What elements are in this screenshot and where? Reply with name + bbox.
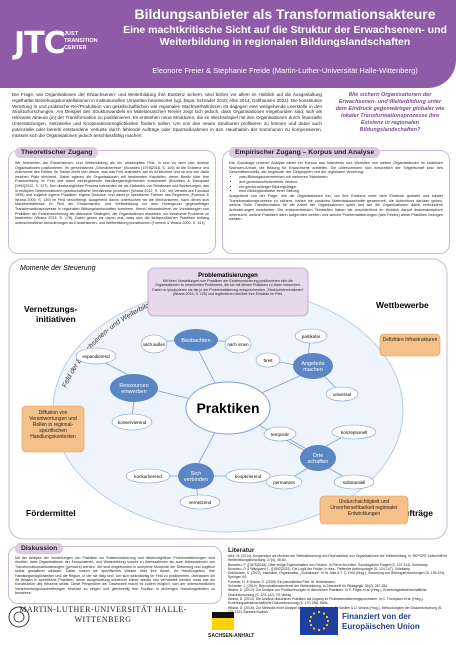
node-substantiell-label: substantiell (343, 480, 366, 485)
organisation-list: zwei Bildungsunternehmen mit mehreren St… (229, 175, 443, 194)
node-vernetzend (179, 494, 221, 510)
box-infrastruktur-text: Defizitäre Infrastrukturen (382, 337, 438, 343)
eu-flag-icon (300, 607, 338, 635)
poster-authors: Eleonore Freier & Stephanie Freide (Mart… (152, 66, 418, 75)
node-nach-aussen (140, 334, 168, 354)
empirical-title: Empirischer Zugang – Korpus und Analyse (229, 147, 381, 158)
node-kooperierend-label: kooperierend (235, 474, 262, 479)
node-nach-innen-label: nach innen (227, 342, 249, 347)
node-konkurrierend (125, 468, 171, 484)
poster-header (0, 0, 456, 88)
node-partikular (294, 328, 328, 344)
node-verbinden (178, 463, 214, 489)
list-item: zwei Bildungsunternehmen mit mehreren St… (239, 175, 443, 180)
node-konservierend (111, 413, 153, 431)
corner-wettbewerbe: Wettbewerbe (376, 300, 429, 310)
node-temporaer (263, 426, 297, 442)
node-kooperierend (225, 468, 271, 484)
list-item: eine Bildungsinitiative einer Stiftung (239, 189, 443, 194)
node-breit-label: breit (264, 358, 274, 363)
empirical-box: Empirischer Zugang – Korpus und Analyse … (222, 147, 450, 254)
box-undurchsichtigkeit (319, 495, 409, 525)
node-substantiell (333, 474, 375, 490)
problem-text-wrap: Mit ihren Vorstellungen von Praktiken de… (152, 279, 304, 297)
node-vernetzend-label: vernetzend (189, 500, 212, 505)
node-angebote (293, 353, 333, 379)
box-diffusion (21, 405, 85, 453)
node-permanent-label: permanent (273, 480, 295, 485)
university-seal-icon (8, 606, 30, 628)
node-konservierend-label: konservierend (118, 420, 147, 425)
jtc-logo: JTC (14, 26, 66, 61)
literature-title: Literatur (228, 547, 255, 554)
eu-funding-label: Finanziert von der Europäischen Union (342, 612, 420, 631)
discussion-title: Diskussion (15, 543, 64, 554)
literature-entry: Alke, M. (2014). Kooperation als Medium … (228, 554, 448, 563)
node-beobachten-label: Beobachten (181, 338, 210, 344)
corner-foerdermittel: Fördermittel (26, 508, 76, 518)
literature-entry: Bourdieu, P. & Wacquant, L. ([1992]2022)… (228, 566, 412, 571)
node-nach-innen (224, 334, 252, 354)
discussion-box: Diskussion Mit der Analyse der Vorstellu… (8, 543, 222, 604)
problem-text: Mit ihren Vorstellungen von Praktiken de… (152, 279, 304, 297)
node-universal (325, 386, 359, 402)
practices-diagram: Momente der Steuerung Feld der Erwachsen… (8, 258, 448, 540)
sachsen-anhalt-label: SACHSEN-ANHALT (208, 633, 255, 639)
node-universal-label: universal (333, 392, 351, 397)
node-permanent (265, 474, 303, 490)
research-question: Wie sichern Organisationen der Erwachsen… (335, 92, 445, 133)
node-konzeptionell (331, 424, 377, 440)
node-nach-aussen-label: nach außen (143, 342, 166, 347)
corner-vernetzung: Vernetzungs-initiativen (24, 304, 78, 324)
literature-entry: Schrader, J. (2010). Reproduktionskontex… (228, 584, 389, 589)
box-infrastruktur (379, 333, 441, 357)
problem-box (147, 267, 309, 317)
discussion-text: Mit der Analyse der Vorstellungen von Pr… (15, 556, 215, 596)
literature-entry: Wrana, D. (2014). Die Analyse diskursive… (228, 596, 424, 606)
box-infrastruktur-wrap: Defizitäre Infrastrukturen (382, 337, 438, 343)
list-item: drei gemeinwohlorientierte Vereine (239, 180, 443, 185)
center-practices (185, 381, 271, 435)
literature-list: Alke, M. (2014). Kooperation als Medium … (228, 554, 448, 614)
theory-title: Theoretischer Zugang (15, 147, 99, 158)
sachsen-anhalt-logo-icon (212, 612, 234, 630)
list-item: ein gemeinnütziger Bildungsträger (239, 185, 443, 190)
box-diffusion-wrap: Diffusion von Verantwortungen und Rollen… (29, 410, 77, 440)
problem-title: Problematisierungen (198, 273, 258, 279)
center-label: Praktiken (196, 400, 259, 416)
poster-subtitle: Eine machtkritische Sicht auf die Strukt… (123, 24, 447, 48)
node-konkurrierend-label: konkurrierend (134, 474, 162, 479)
box-diffusion-text: Diffusion von Verantwortungen und Rollen… (29, 410, 77, 440)
node-ressourcen (110, 374, 158, 402)
node-expandierend (75, 347, 117, 365)
box-undurchsichtigkeit-wrap: Undurchsichtigkeit und Unvorhersehbarkei… (330, 499, 398, 517)
empirical-text: Die Grundlage unserer Analyse bildet ein… (229, 161, 443, 222)
node-breit (255, 352, 281, 368)
literature-entry: Dollhausen, K. (2022). Institution, Orga… (228, 571, 446, 580)
node-temporaer-label: temporär (271, 432, 290, 437)
node-beobachten (174, 329, 218, 351)
literature-entry: Wrana, D. (2012). Zur Analyse von Positi… (228, 588, 427, 597)
literature-entry: Forneck, H. & Wrana, D. (2005). Ein parz… (228, 579, 336, 584)
jtc-logo-subtext: JUST TRANSITION CENTER (64, 31, 98, 51)
moments-label: Momente der Steuerung (20, 265, 96, 272)
literature-entry: Bourdieu, P. ([1976]2018). Über einige E… (228, 562, 429, 567)
intro-text: Die Frage, wie Organisationen der Erwach… (12, 92, 322, 138)
university-name: MARTIN-LUTHER-UNIVERSITÄT HALLE-WITTENBE… (19, 605, 187, 624)
box-undurchsichtigkeit-text: Undurchsichtigkeit und Unvorhersehbarkei… (330, 499, 398, 517)
theory-text: Wir betrachten die Erwachsenen- und Weit… (15, 161, 209, 225)
corner-auftraege: Aufträge (398, 508, 433, 518)
node-partikular-label: partikular (302, 334, 321, 339)
node-konzeptionell-label: konzeptionell (341, 430, 367, 435)
node-expandierend-label: expandierend (82, 354, 110, 359)
theory-box: Theoretischer Zugang Wir betrachten die … (8, 147, 216, 254)
poster-title: Bildungsanbieter als Transformationsakte… (134, 6, 436, 22)
node-orte (300, 445, 336, 471)
